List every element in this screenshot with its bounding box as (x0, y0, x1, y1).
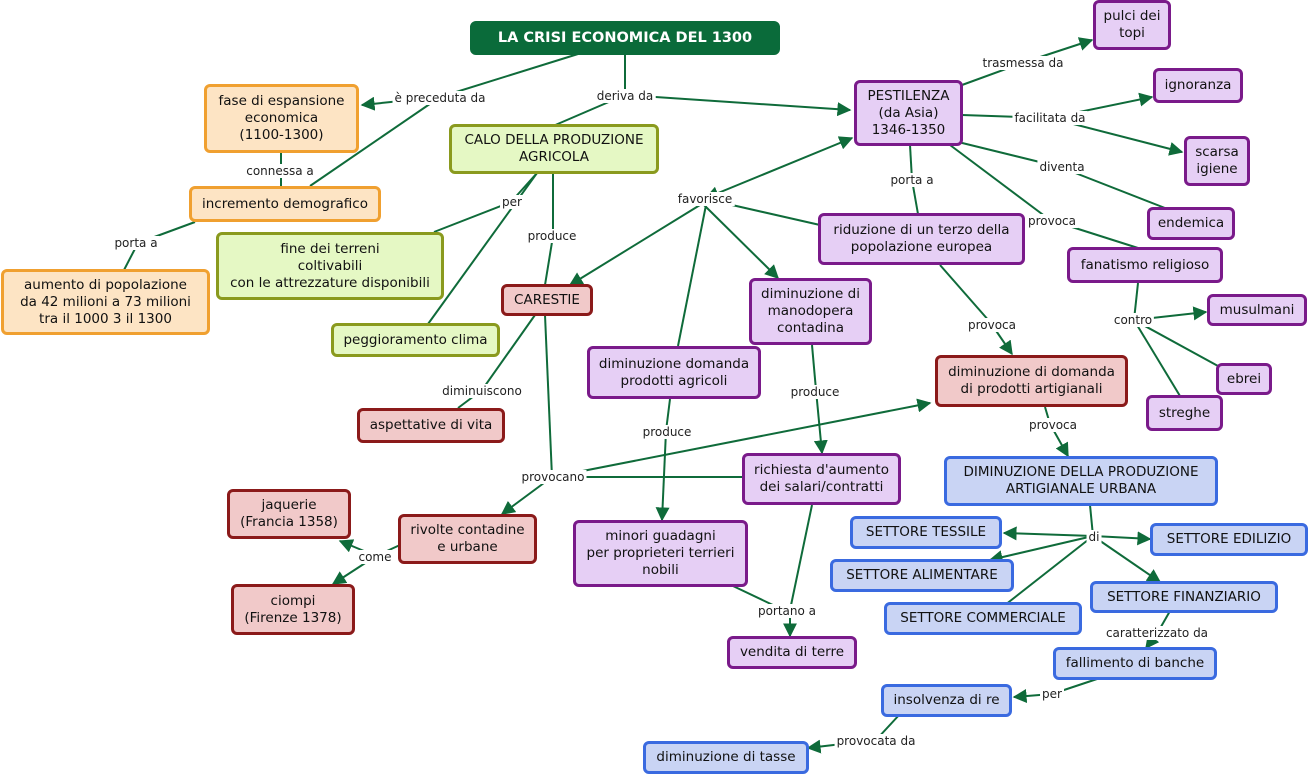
node-diminuzione-domanda-artigianali[interactable]: diminuzione di domanda di prodotti artig… (935, 355, 1128, 407)
label-diminuiscono: diminuiscono (440, 384, 524, 398)
node-diminuzione-produzione-artigianale[interactable]: DIMINUZIONE DELLA PRODUZIONE ARTIGIANALE… (944, 456, 1218, 506)
node-peggioramento-clima[interactable]: peggioramento clima (331, 323, 500, 357)
label-deriva-da: deriva da (594, 89, 656, 103)
node-calo-produzione-agricola[interactable]: CALO DELLA PRODUZIONE AGRICOLA (449, 124, 659, 174)
node-streghe[interactable]: streghe (1146, 395, 1223, 431)
label-produce-carestie: produce (525, 229, 579, 243)
label-favorisce: favorisce (675, 192, 735, 206)
label-portano-a: portano a (755, 604, 819, 618)
node-jaquerie[interactable]: jaquerie (Francia 1358) (227, 489, 351, 539)
node-fanatismo-religioso[interactable]: fanatismo religioso (1067, 247, 1223, 283)
label-caratterizzato-da: caratterizzato da (1103, 626, 1211, 640)
node-fine-terreni[interactable]: fine dei terreni coltivabili con le attr… (216, 232, 444, 300)
node-fase-espansione[interactable]: fase di espansione economica (1100-1300) (204, 84, 359, 153)
node-diminuzione-manodopera[interactable]: diminuzione di manodopera contadina (749, 278, 872, 345)
label-porta-a-demografico: porta a (112, 236, 160, 250)
label-provoca-riduzione: provoca (965, 318, 1019, 332)
node-vendita-terre[interactable]: vendita di terre (727, 636, 857, 669)
node-aspettative-vita[interactable]: aspettative di vita (357, 408, 505, 443)
node-carestie[interactable]: CARESTIE (501, 284, 593, 316)
node-musulmani[interactable]: musulmani (1207, 294, 1307, 326)
node-settore-commerciale[interactable]: SETTORE COMMERCIALE (884, 602, 1082, 635)
node-incremento-demografico[interactable]: incremento demografico (189, 186, 381, 222)
node-insolvenza-re[interactable]: insolvenza di re (881, 684, 1012, 717)
node-settore-finanziario[interactable]: SETTORE FINANZIARIO (1090, 581, 1278, 613)
label-produce-domanda: produce (640, 425, 694, 439)
node-riduzione-popolazione[interactable]: riduzione di un terzo della popolazione … (818, 213, 1025, 265)
node-richiesta-aumento-salari[interactable]: richiesta d'aumento dei salari/contratti (742, 453, 901, 505)
node-diminuzione-tasse[interactable]: diminuzione di tasse (643, 741, 809, 774)
label-diventa: diventa (1037, 160, 1087, 174)
label-contro: contro (1111, 313, 1155, 327)
label-come: come (356, 550, 394, 564)
map-title[interactable]: LA CRISI ECONOMICA DEL 1300 (470, 21, 780, 55)
label-e-preceduta-da: è preceduta da (392, 91, 488, 105)
node-endemica[interactable]: endemica (1147, 207, 1235, 240)
label-provoca-domanda-art: provoca (1026, 418, 1080, 432)
node-rivolte[interactable]: rivolte contadine e urbane (398, 514, 537, 564)
node-diminuzione-domanda-agricoli[interactable]: diminuzione domanda prodotti agricoli (587, 346, 761, 399)
node-ciompi[interactable]: ciompi (Firenze 1378) (231, 584, 355, 635)
node-pulci-topi[interactable]: pulci dei topi (1093, 0, 1171, 50)
label-provocano: provocano (519, 470, 587, 484)
label-di: di (1086, 530, 1102, 544)
label-provocata-da: provocata da (834, 734, 918, 748)
label-produce-manodopera: produce (788, 385, 842, 399)
node-settore-edilizio[interactable]: SETTORE EDILIZIO (1150, 523, 1308, 556)
node-aumento-popolazione[interactable]: aumento di popolazione da 42 milioni a 7… (1, 269, 210, 335)
node-settore-tessile[interactable]: SETTORE TESSILE (850, 516, 1002, 549)
node-settore-alimentare[interactable]: SETTORE ALIMENTARE (830, 559, 1014, 592)
node-pestilenza[interactable]: PESTILENZA (da Asia) 1346-1350 (854, 80, 963, 146)
node-fallimento-banche[interactable]: fallimento di banche (1053, 647, 1217, 680)
label-per-calo: per (500, 195, 524, 209)
label-connessa-a: connessa a (244, 164, 316, 178)
node-ebrei[interactable]: ebrei (1216, 363, 1272, 395)
label-facilitata-da: facilitata da (1012, 111, 1088, 125)
label-trasmessa-da: trasmessa da (980, 56, 1066, 70)
node-ignoranza[interactable]: ignoranza (1153, 68, 1243, 103)
node-minori-guadagni[interactable]: minori guadagni per proprieteri terrieri… (573, 520, 748, 587)
label-porta-a-pestilenza: porta a (888, 173, 936, 187)
node-scarsa-igiene[interactable]: scarsa igiene (1184, 136, 1250, 186)
label-per-fallimento: per (1040, 687, 1064, 701)
label-provoca-fanatismo: provoca (1025, 214, 1079, 228)
